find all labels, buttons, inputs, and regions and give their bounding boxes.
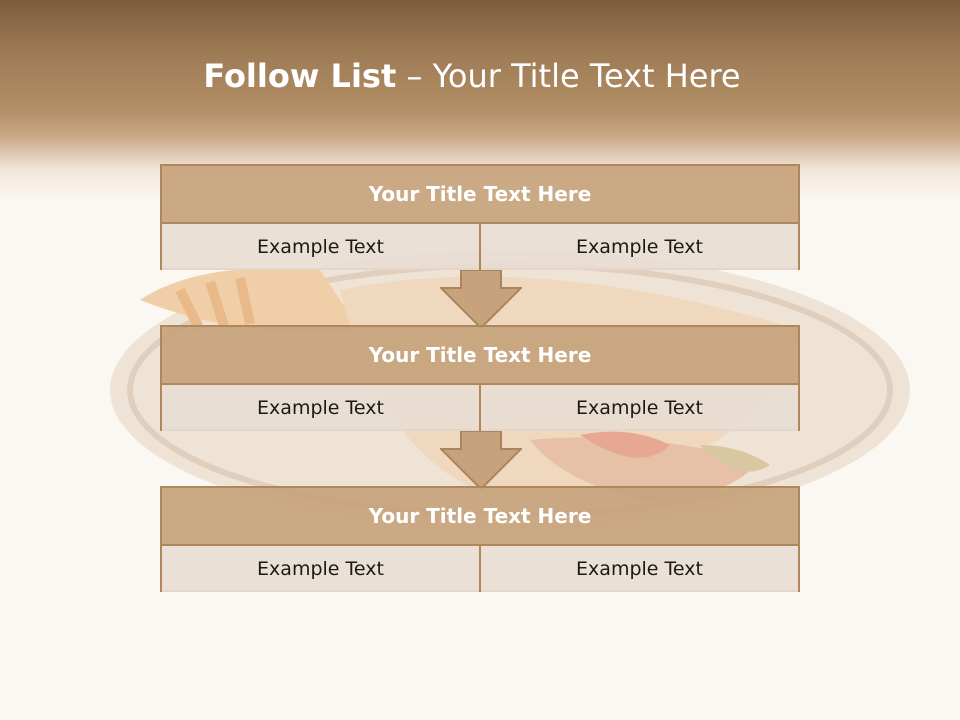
block-cell-right: Example Text bbox=[479, 546, 798, 592]
list-block-2: Your Title Text Here Example Text Exampl… bbox=[160, 325, 800, 431]
block-row: Example Text Example Text bbox=[162, 546, 798, 592]
block-title: Your Title Text Here bbox=[162, 488, 798, 546]
block-cell-left: Example Text bbox=[162, 385, 479, 431]
list-block-1: Your Title Text Here Example Text Exampl… bbox=[160, 164, 800, 270]
block-title: Your Title Text Here bbox=[162, 327, 798, 385]
block-cell-left: Example Text bbox=[162, 224, 479, 270]
list-block-3: Your Title Text Here Example Text Exampl… bbox=[160, 486, 800, 592]
block-title: Your Title Text Here bbox=[162, 166, 798, 224]
slide-title-rest: – Your Title Text Here bbox=[406, 57, 741, 95]
down-arrow-icon bbox=[440, 270, 522, 330]
block-cell-left: Example Text bbox=[162, 546, 479, 592]
block-row: Example Text Example Text bbox=[162, 224, 798, 270]
block-cell-right: Example Text bbox=[479, 385, 798, 431]
down-arrow-icon bbox=[440, 431, 522, 491]
block-row: Example Text Example Text bbox=[162, 385, 798, 431]
slide-title-bold: Follow List bbox=[203, 57, 397, 95]
block-cell-right: Example Text bbox=[479, 224, 798, 270]
slide-title: Follow List – Your Title Text Here bbox=[0, 54, 944, 98]
